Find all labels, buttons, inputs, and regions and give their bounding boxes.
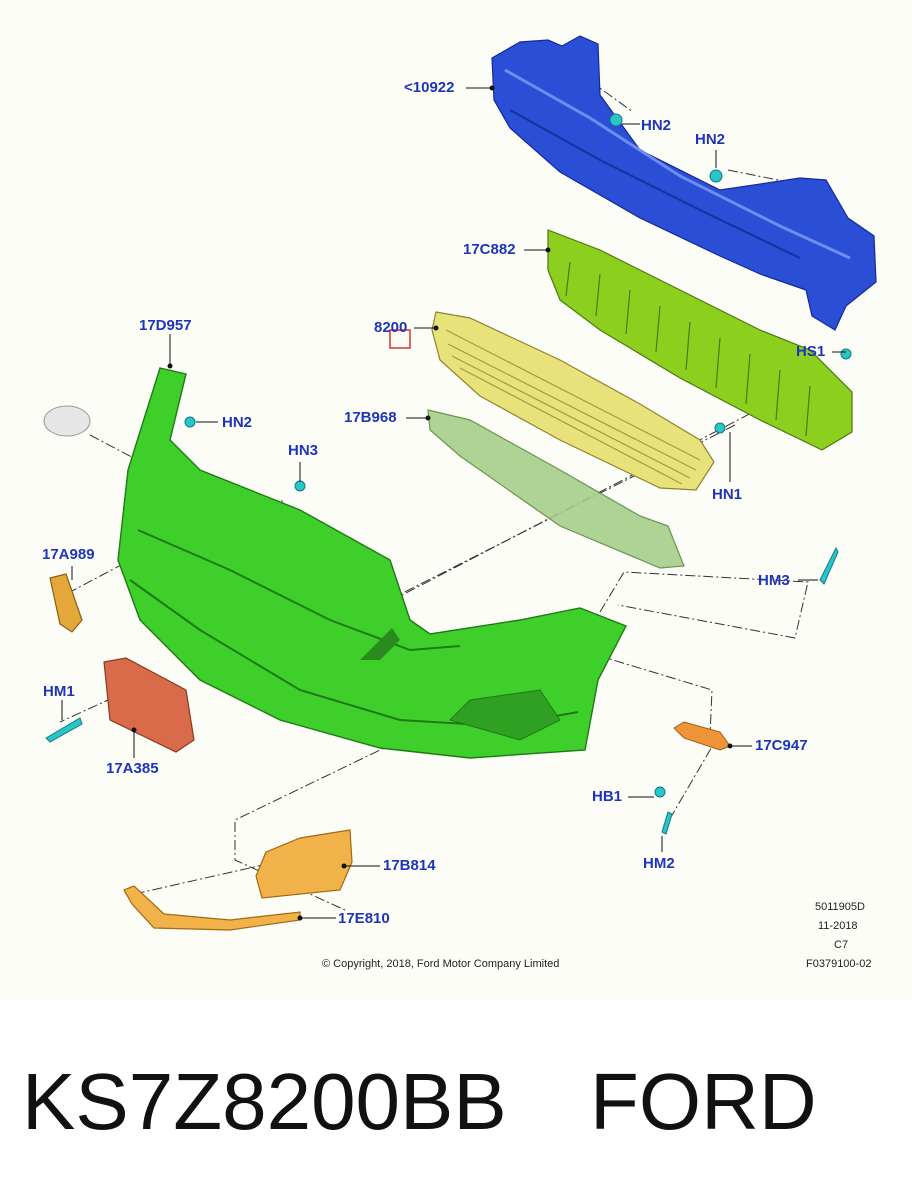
- callout-17a989: 17A989: [42, 546, 95, 563]
- exploded-parts-diagram: [43, 35, 877, 931]
- radiator-grille-part: [431, 311, 715, 491]
- energy-absorber-part: [547, 229, 853, 451]
- callout-17d957: 17D957: [139, 317, 192, 334]
- bracket-part: [103, 657, 195, 753]
- callout-17b814: 17B814: [383, 857, 436, 874]
- callout-17c947: 17C947: [755, 737, 808, 754]
- callout-hn3: HN3: [288, 442, 319, 459]
- highlight-box: [389, 329, 411, 349]
- callout-hn2-right: HN2: [695, 131, 726, 148]
- callout-10922: <10922: [404, 79, 455, 96]
- side-marker-part: [49, 573, 83, 633]
- copyright-notice: © Copyright, 2018, Ford Motor Company Li…: [322, 958, 560, 970]
- callout-17c882: 17C882: [463, 241, 516, 258]
- callout-hm3: HM3: [758, 572, 790, 589]
- callout-hs1: HS1: [796, 343, 826, 360]
- emblem-oval: [43, 405, 91, 437]
- callout-hn2-upper: HN2: [641, 117, 672, 134]
- brand-name: FORD: [590, 1057, 817, 1146]
- lower-grille-part: [427, 409, 685, 569]
- callout-hn2-left: HN2: [222, 414, 253, 431]
- callout-hb1: HB1: [592, 788, 623, 805]
- callout-hn1: HN1: [712, 486, 743, 503]
- drawing-revision: C7: [834, 939, 849, 951]
- callout-17b968: 17B968: [344, 409, 397, 426]
- callout-hm2: HM2: [643, 855, 675, 872]
- drawing-figure-code: F0379100-02: [806, 958, 872, 970]
- drawing-date: 11-2018: [818, 920, 858, 932]
- part-number: KS7Z8200BB: [22, 1057, 507, 1146]
- parts-diagram-area: <10922 HN2 HN2 17C882 17D957 8200 HS1 17…: [42, 35, 877, 970]
- callout-hm1: HM1: [43, 683, 75, 700]
- callout-17e810: 17E810: [338, 910, 390, 927]
- fasteners: [45, 113, 852, 835]
- bumper-cover-part: [117, 367, 627, 759]
- lamp-bracket-part: [673, 721, 731, 751]
- callout-17a385: 17A385: [106, 760, 159, 777]
- callout-leader-lines: [61, 85, 846, 921]
- bumper-reinforcement-part: [491, 35, 877, 331]
- drawing-id: 5011905D: [815, 901, 865, 913]
- callout-8200: 8200: [374, 319, 408, 336]
- bezel-part: [255, 829, 353, 899]
